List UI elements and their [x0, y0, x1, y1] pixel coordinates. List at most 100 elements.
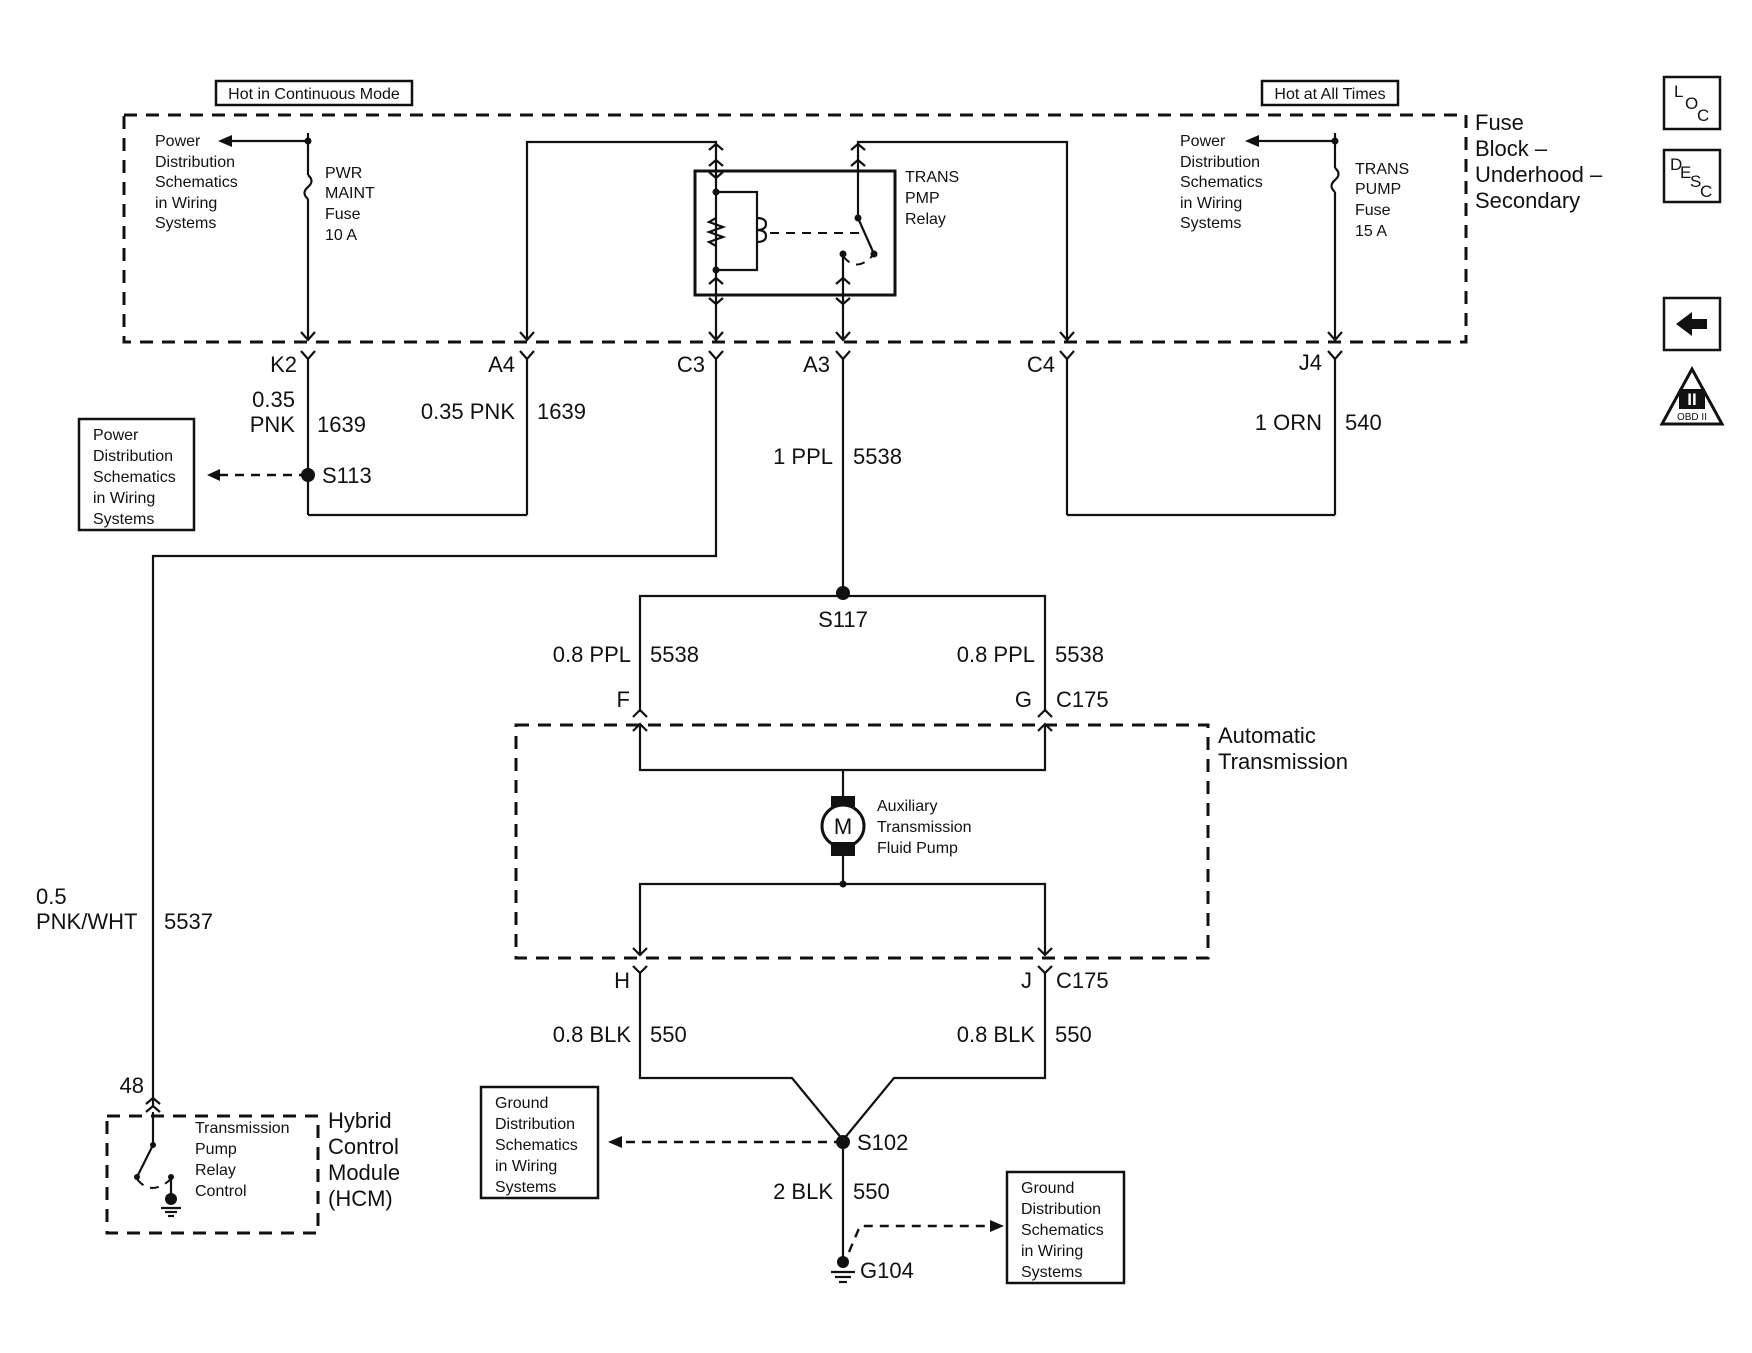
wire-550h-circuit: 550 [650, 1022, 687, 1047]
svg-text:Distribution: Distribution [155, 154, 235, 171]
wire-1639a-size: 0.35 [252, 387, 295, 412]
relay-coil-icon [756, 216, 768, 244]
back-arrow-icon [1676, 312, 1707, 336]
svg-text:Systems: Systems [93, 511, 154, 528]
svg-text:Relay: Relay [195, 1162, 236, 1179]
pwr-maint-fuse-icon [303, 174, 313, 200]
svg-text:Fuse: Fuse [1475, 110, 1524, 135]
svg-text:15 A: 15 A [1355, 223, 1387, 240]
ground-g104: G104 [860, 1258, 914, 1283]
automatic-transmission-outline [514, 723, 1210, 960]
svg-text:Schematics: Schematics [1021, 1222, 1104, 1239]
svg-text:K2: K2 [270, 352, 297, 377]
fuse-block-connector-labels: K2 A4 C3 A3 C4 J4 [270, 350, 1322, 377]
connector-f: F [617, 687, 630, 712]
fuse-block-label: Fuse Block – Underhood – Secondary [1475, 110, 1603, 213]
svg-text:Fluid Pump: Fluid Pump [877, 840, 958, 857]
svg-text:in Wiring: in Wiring [1021, 1243, 1083, 1260]
svg-text:Control: Control [328, 1134, 399, 1159]
svg-text:Systems: Systems [1021, 1264, 1082, 1281]
wire-5537-circuit: 5537 [164, 909, 213, 934]
svg-text:Power: Power [1180, 133, 1226, 150]
svg-text:PUMP: PUMP [1355, 181, 1401, 198]
svg-text:Systems: Systems [495, 1179, 556, 1196]
wire-5538g-circuit: 5538 [1055, 642, 1104, 667]
svg-text:A4: A4 [488, 352, 515, 377]
svg-text:L: L [1674, 82, 1683, 101]
svg-text:Hybrid: Hybrid [328, 1108, 392, 1133]
power-dist-ref-right[interactable]: Power Distribution Schematics in Wiring … [1180, 133, 1263, 232]
obd-ii-button[interactable]: II OBD II [1659, 365, 1725, 426]
wire-5538-circuit: 5538 [853, 444, 902, 469]
svg-text:in Wiring: in Wiring [93, 490, 155, 507]
svg-text:C: C [1697, 106, 1709, 125]
svg-text:O: O [1685, 94, 1698, 113]
loc-button[interactable]: L O C [1662, 75, 1722, 131]
svg-text:Ground: Ground [495, 1095, 548, 1112]
desc-button[interactable]: D E S C [1662, 148, 1722, 204]
trans-pump-fuse-label: TRANS PUMP Fuse 15 A [1355, 161, 1409, 240]
svg-text:Distribution: Distribution [93, 448, 173, 465]
arrow-left-icon-right [1245, 135, 1259, 147]
fuse-block-connector-chevrons [300, 142, 1343, 361]
connector-c175-top: C175 [1056, 687, 1109, 712]
wire-550g-circuit: 550 [853, 1179, 890, 1204]
svg-text:Underhood –: Underhood – [1475, 162, 1603, 187]
svg-text:Control: Control [195, 1183, 247, 1200]
svg-text:Pump: Pump [195, 1141, 237, 1158]
hcm-switch-label: Transmission Pump Relay Control [195, 1120, 290, 1200]
power-dist-ref-box[interactable] [77, 417, 196, 532]
ground-dist-ref-box-right[interactable] [1005, 1170, 1126, 1285]
pwr-maint-fuse-label: PWR MAINT Fuse 10 A [325, 165, 375, 244]
arrow-left-icon [218, 135, 232, 147]
svg-text:10 A: 10 A [325, 227, 357, 244]
hot-continuous-label: Hot in Continuous Mode [228, 86, 400, 103]
wire-5538f-label: 0.8 PPL [553, 642, 631, 667]
svg-text:Transmission: Transmission [1218, 749, 1348, 774]
svg-text:C3: C3 [677, 352, 705, 377]
wire-550j-circuit: 550 [1055, 1022, 1092, 1047]
hcm-pin-chevrons [145, 1096, 161, 1113]
wire-1639b-circuit: 1639 [537, 399, 586, 424]
wire-540-label: 1 ORN [1255, 410, 1322, 435]
svg-text:D: D [1670, 155, 1682, 174]
hot-continuous-box [214, 79, 414, 107]
wire-550g-label: 2 BLK [773, 1179, 833, 1204]
power-dist-ref-box-text: Power Distribution Schematics in Wiring … [93, 427, 176, 528]
wire-550j-label: 0.8 BLK [957, 1022, 1036, 1047]
svg-text:PMP: PMP [905, 190, 940, 207]
svg-text:Module: Module [328, 1160, 400, 1185]
wire-5537-color: PNK/WHT [36, 909, 137, 934]
svg-text:E: E [1680, 163, 1691, 182]
power-dist-ref-left[interactable]: Power Distribution Schematics in Wiring … [155, 133, 238, 232]
fuse-block-outline [122, 113, 1468, 344]
splice-s117: S117 [818, 607, 868, 632]
svg-text:Auxiliary: Auxiliary [877, 798, 937, 815]
svg-text:Automatic: Automatic [1218, 723, 1316, 748]
svg-text:in Wiring: in Wiring [495, 1158, 557, 1175]
svg-text:II: II [1687, 390, 1696, 409]
svg-text:Schematics: Schematics [155, 174, 238, 191]
aux-pump-label: Auxiliary Transmission Fluid Pump [877, 798, 972, 857]
connector-h: H [614, 968, 630, 993]
trans-pump-fuse-icon [1330, 167, 1340, 193]
wire-550h-label: 0.8 BLK [553, 1022, 632, 1047]
svg-text:Schematics: Schematics [495, 1137, 578, 1154]
svg-text:Distribution: Distribution [1180, 154, 1260, 171]
ground-dist-ref-box-left[interactable] [479, 1085, 600, 1200]
svg-text:Power: Power [155, 133, 201, 150]
svg-text:TRANS: TRANS [1355, 161, 1409, 178]
svg-text:in Wiring: in Wiring [155, 195, 217, 212]
splice-s113: S113 [322, 463, 372, 488]
svg-text:TRANS: TRANS [905, 169, 959, 186]
svg-text:Transmission: Transmission [877, 819, 972, 836]
hcm-label: Hybrid Control Module (HCM) [328, 1108, 400, 1211]
connector-j: J [1021, 968, 1032, 993]
splice-s102: S102 [857, 1130, 908, 1155]
back-button[interactable] [1662, 296, 1722, 352]
wire-1639a-circuit: 1639 [317, 412, 366, 437]
svg-text:Ground: Ground [1021, 1180, 1074, 1197]
wire-1639b-label: 0.35 PNK [421, 399, 515, 424]
svg-text:Transmission: Transmission [195, 1120, 290, 1137]
svg-text:Schematics: Schematics [1180, 174, 1263, 191]
